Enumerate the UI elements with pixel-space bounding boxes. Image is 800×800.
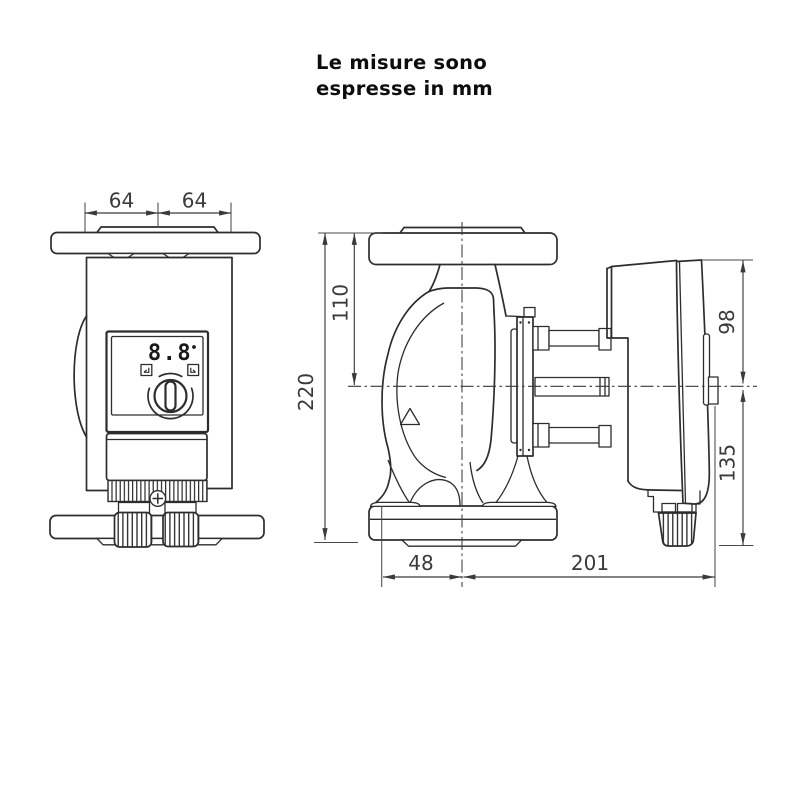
- bolt-shank: [548, 426, 600, 444]
- plate-stud: [523, 306, 536, 318]
- bolt-boss: [598, 424, 612, 448]
- screw-cross: [152, 493, 164, 504]
- volute-neck-left: [428, 263, 441, 293]
- button-left-frame: [140, 363, 153, 377]
- seven-segment-display: 8.8: [148, 341, 192, 366]
- knob-slot: [164, 380, 177, 412]
- volute-leg-left: [387, 459, 410, 503]
- motor-top-edge: [606, 259, 678, 270]
- dimension-value: 64: [182, 189, 207, 213]
- foot-right: [481, 501, 557, 508]
- dimension-inlet-to-axis: 48: [383, 551, 462, 580]
- dimension-axis-to-gland-bottom: 135: [716, 390, 746, 545]
- discharge-line-right: [526, 455, 548, 503]
- dimension-value: 110: [329, 284, 353, 322]
- gland-neck: [117, 501, 151, 514]
- side-bottom-flange: [368, 505, 558, 541]
- dimension-front-left: 64: [85, 189, 158, 216]
- flow-direction-arrow-icon: [399, 407, 421, 426]
- front-panel-seam: [678, 261, 687, 504]
- button-arrow-icon: [190, 367, 197, 373]
- terminal-detail: [661, 502, 677, 513]
- dimension-axis-to-rear: 201: [463, 551, 715, 580]
- dimension-total-height: 220: [294, 233, 328, 540]
- volute-leg-right: [469, 461, 484, 504]
- dimension-flange-to-axis: 110: [329, 233, 357, 385]
- side-view: [348, 222, 757, 587]
- control-knob-icon: [147, 372, 194, 420]
- bolt-head: [532, 422, 550, 448]
- dimension-axis-to-motor-top: 98: [715, 260, 746, 384]
- button-arrow-icon: [143, 367, 150, 373]
- button-right-frame: [187, 363, 200, 377]
- screw-icon: [149, 490, 167, 507]
- bolt-shank: [548, 329, 600, 347]
- dimension-value: 98: [715, 309, 739, 334]
- dimension-value: 64: [109, 189, 134, 213]
- gland-cap: [162, 511, 200, 548]
- dimension-value: 220: [294, 373, 318, 411]
- rotor-can-dome: [428, 287, 495, 313]
- dimension-value: 201: [571, 551, 609, 575]
- plate-dot: [527, 321, 531, 324]
- knob-outer-ring: [158, 372, 183, 378]
- volute-outline: [375, 290, 430, 504]
- cable-gland-left: [113, 501, 153, 548]
- drawing-title: Le misure sono espresse in mm: [316, 51, 493, 100]
- gland-cap: [113, 511, 153, 548]
- bolt-top: [532, 325, 612, 351]
- dimensions: 64 64 220 110 98 135 48: [84, 189, 754, 587]
- terminal-detail: [676, 502, 693, 513]
- volute-neck-right: [494, 263, 507, 317]
- button-left: [140, 363, 153, 377]
- shaft-end-cap: [707, 376, 719, 405]
- dimension-value: 48: [408, 551, 433, 575]
- side-top-flange: [368, 232, 558, 266]
- title-line-1: Le misure sono: [316, 51, 487, 74]
- front-view: 8.8: [49, 226, 265, 548]
- motor-bracket: [606, 265, 629, 482]
- volute-scroll-inner: [396, 302, 447, 479]
- plate-dot: [527, 448, 531, 452]
- extension-lines-side: [314, 232, 754, 587]
- cable-gland-right: [162, 501, 200, 548]
- terminal-module: [647, 490, 701, 547]
- plate-dot: [519, 321, 522, 324]
- bolt-head: [532, 325, 550, 351]
- motor-bottom-edge: [627, 480, 682, 492]
- display-dot: [192, 345, 196, 349]
- front-pump-body: [85, 256, 233, 492]
- knob-outer-ring: [147, 387, 194, 420]
- motor-body: [606, 259, 719, 505]
- foot-left: [369, 501, 421, 508]
- button-right: [187, 363, 200, 377]
- dimension-value: 135: [716, 444, 740, 482]
- title-line-2: espresse in mm: [316, 77, 493, 100]
- front-bottom-flange: [49, 514, 265, 540]
- bolt-bottom: [532, 422, 612, 448]
- front-top-flange: [50, 231, 261, 255]
- gland-neck: [164, 501, 197, 514]
- plate-dot: [519, 448, 522, 452]
- bolt-boss: [598, 327, 612, 351]
- cable-gland-side: [657, 512, 697, 547]
- module-housing: [105, 432, 208, 482]
- discharge-line-left: [495, 455, 519, 503]
- volute-arch: [408, 478, 461, 506]
- dimension-front-right: 64: [158, 189, 231, 216]
- rotor-can-edge: [476, 311, 496, 472]
- front-volute-bulge: [73, 315, 88, 438]
